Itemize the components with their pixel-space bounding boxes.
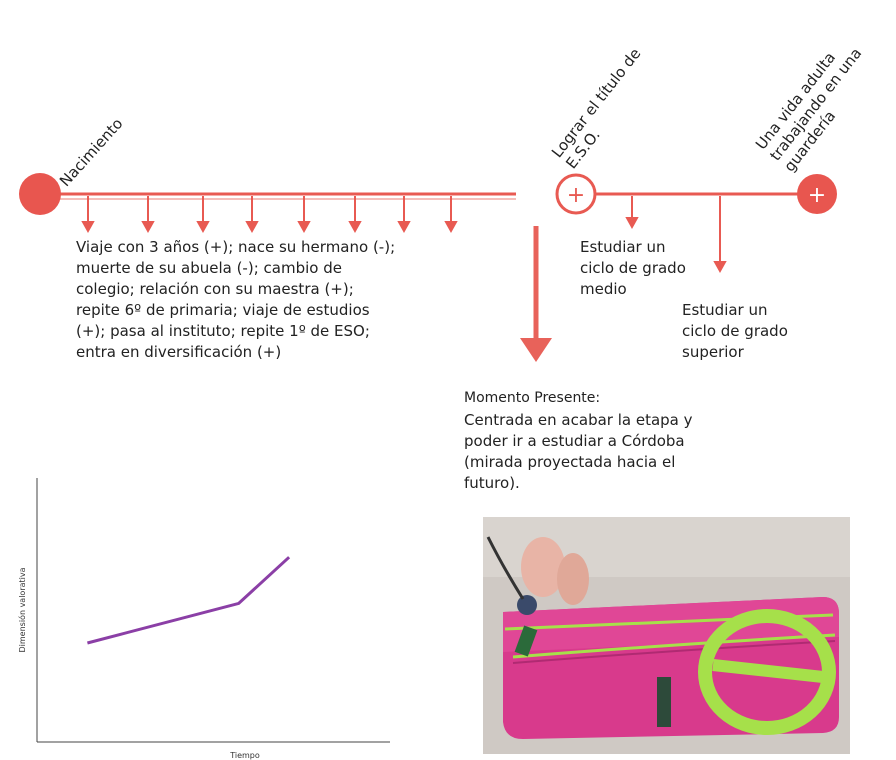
eso-plus-icon: + bbox=[567, 183, 585, 208]
birth-node bbox=[19, 173, 61, 215]
pencil-case-photo bbox=[483, 517, 850, 754]
plush-keychain bbox=[521, 537, 565, 597]
future-step-2-text: Estudiar un ciclo de grado superior bbox=[682, 301, 788, 361]
chart-series-group bbox=[87, 556, 291, 645]
chart-series-line-0 bbox=[87, 556, 291, 645]
present-arrow bbox=[520, 226, 552, 362]
x-axis-label: Tiempo bbox=[229, 751, 260, 760]
logo-ring bbox=[698, 609, 836, 735]
past-events-text: Viaje con 3 años (+); nace su hermano (-… bbox=[76, 238, 396, 361]
future-step-1-text: Estudiar un ciclo de grado medio bbox=[580, 238, 686, 298]
valuation-line-chart: Tiempo Dimensión valorativa bbox=[17, 478, 390, 760]
case-tag bbox=[657, 677, 671, 727]
zipper-bottom bbox=[512, 633, 836, 659]
adult-node bbox=[797, 174, 837, 214]
future-arrows bbox=[625, 196, 727, 274]
y-axis-label: Dimensión valorativa bbox=[17, 567, 27, 652]
timeline-diagram: + + bbox=[19, 173, 837, 362]
adult-plus-icon: + bbox=[808, 183, 826, 208]
event-arrows bbox=[81, 196, 458, 234]
present-text: Centrada en acabar la etapa y poder ir a… bbox=[464, 411, 693, 492]
present-title: Momento Presente: bbox=[464, 390, 601, 406]
